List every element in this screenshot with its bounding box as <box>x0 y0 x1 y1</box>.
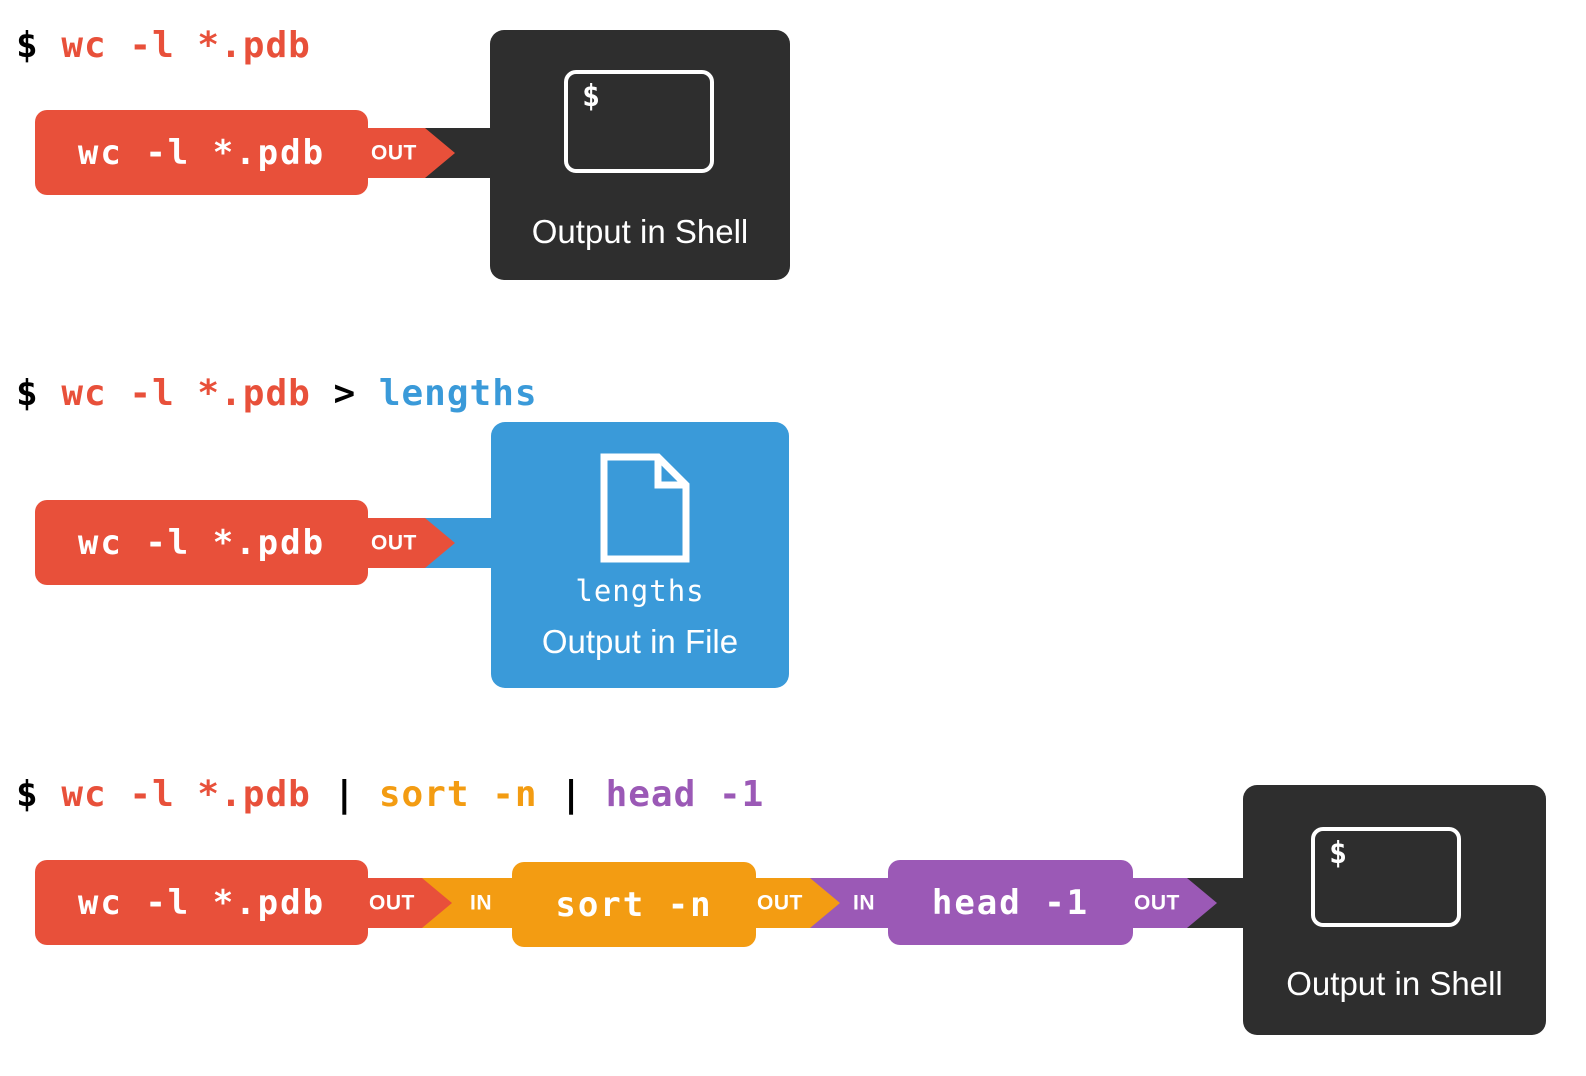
out-connector-sort: OUT <box>748 878 840 928</box>
out-stub-rect-sort <box>748 878 810 928</box>
command-token-pipe-1: | <box>310 774 379 815</box>
out-stub-rect-1 <box>360 128 425 178</box>
file-document-icon <box>600 453 690 563</box>
output-node-shell-1[interactable]: $ Output in Shell <box>490 30 790 280</box>
file-name-label: lengths <box>575 574 705 608</box>
command-token-lengths: lengths <box>378 373 538 414</box>
command-token-redirect-operator: > <box>310 373 379 414</box>
command-token-sort: sort -n <box>378 774 538 815</box>
space <box>39 774 62 815</box>
command-line-simple: $ wc -l *.pdb <box>16 28 311 64</box>
stage-box-head[interactable]: head -1 <box>888 860 1133 945</box>
terminal-prompt-1: $ <box>582 79 601 114</box>
out-connector-head: OUT <box>1125 878 1217 928</box>
out-arrow-icon-wc-3 <box>422 878 452 928</box>
shell-prompt: $ <box>16 373 39 414</box>
out-connector-wc-3: OUT <box>360 878 452 928</box>
space <box>39 25 62 66</box>
out-connector-1: OUT <box>360 128 455 178</box>
output-node-shell-2[interactable]: $ Output in Shell <box>1243 785 1546 1035</box>
stage-box-wc-2[interactable]: wc -l *.pdb <box>35 500 368 585</box>
out-stub-rect-head <box>1125 878 1187 928</box>
stage-box-sort[interactable]: sort -n <box>512 862 756 947</box>
stage-box-wc-3[interactable]: wc -l *.pdb <box>35 860 368 945</box>
out-port-label-wc-3: OUT <box>369 891 415 915</box>
shell-prompt: $ <box>16 774 39 815</box>
stage-label-wc-3: wc -l *.pdb <box>77 882 326 923</box>
output-node-title-1: Output in Shell <box>531 213 749 250</box>
command-token-wc: wc -l *.pdb <box>61 373 311 414</box>
space <box>39 373 62 414</box>
out-port-label-1: OUT <box>371 141 417 165</box>
shell-prompt: $ <box>16 25 39 66</box>
command-token-wc: wc -l *.pdb <box>61 25 311 66</box>
output-node-file[interactable]: lengths Output in File <box>491 422 789 688</box>
command-token-pipe-2: | <box>537 774 606 815</box>
out-arrow-icon-2 <box>425 518 455 568</box>
out-stub-rect-wc-3 <box>360 878 422 928</box>
out-port-label-2: OUT <box>371 531 417 555</box>
stage-box-wc-1[interactable]: wc -l *.pdb <box>35 110 368 195</box>
stage-label-sort: sort -n <box>555 884 713 925</box>
stage-label-wc-2: wc -l *.pdb <box>77 522 326 563</box>
command-token-head: head -1 <box>605 774 765 815</box>
terminal-prompt-2: $ <box>1329 836 1348 871</box>
out-arrow-icon-1 <box>425 128 455 178</box>
terminal-screen-icon-1: $ <box>564 70 714 173</box>
output-node-title-2: Output in File <box>541 623 739 660</box>
out-arrow-icon-sort <box>810 878 840 928</box>
stage-label-wc-1: wc -l *.pdb <box>77 132 326 173</box>
in-port-label-sort: IN <box>470 891 492 915</box>
command-line-redirect: $ wc -l *.pdb > lengths <box>16 376 538 412</box>
terminal-screen-icon-2: $ <box>1311 827 1461 927</box>
out-port-label-head: OUT <box>1134 891 1180 915</box>
in-port-label-head: IN <box>853 891 875 915</box>
out-connector-2: OUT <box>360 518 455 568</box>
command-token-wc: wc -l *.pdb <box>61 774 311 815</box>
out-stub-rect-2 <box>360 518 425 568</box>
stage-label-head: head -1 <box>931 882 1090 923</box>
command-line-pipeline: $ wc -l *.pdb | sort -n | head -1 <box>16 777 764 813</box>
output-node-title-3: Output in Shell <box>1286 965 1503 1002</box>
out-arrow-icon-head <box>1187 878 1217 928</box>
out-port-label-sort: OUT <box>757 891 803 915</box>
